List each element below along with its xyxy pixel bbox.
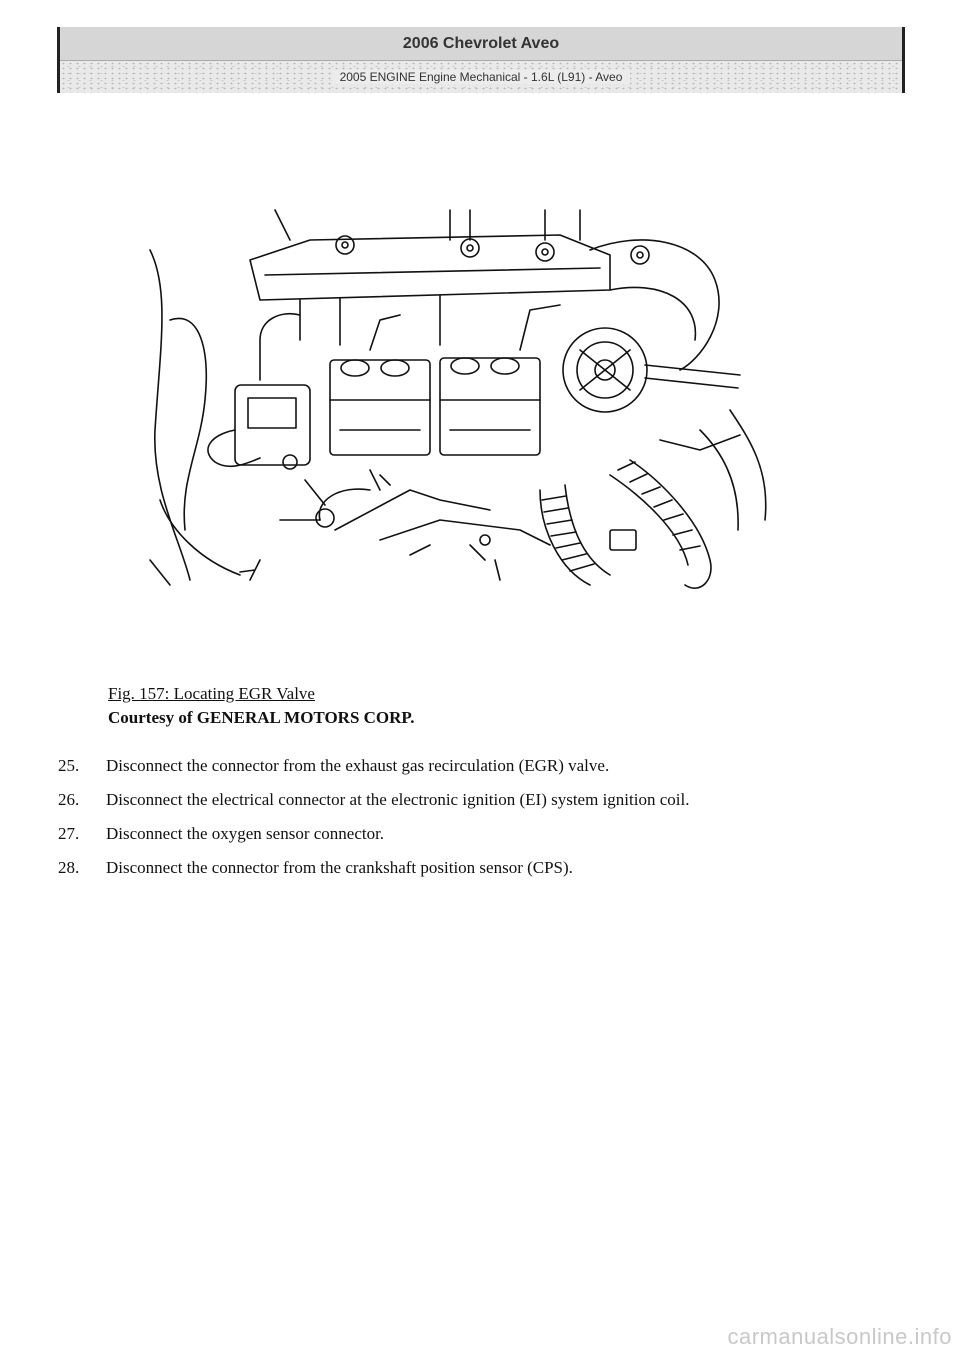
step-text: Disconnect the connector from the exhaus…	[106, 756, 610, 775]
step-number: 26.	[58, 790, 80, 809]
site-watermark: carmanualsonline.info	[727, 1324, 952, 1349]
list-item: 25. Disconnect the connector from the ex…	[58, 754, 918, 788]
procedure-steps: 25. Disconnect the connector from the ex…	[58, 754, 918, 890]
step-number: 28.	[58, 858, 80, 877]
figure-title: Fig. 157: Locating EGR Valve	[108, 684, 315, 703]
figure-credit: Courtesy of GENERAL MOTORS CORP.	[108, 708, 415, 727]
page-header: 2006 Chevrolet Aveo 2005 ENGINE Engine M…	[57, 27, 905, 93]
list-item: 28. Disconnect the connector from the cr…	[58, 856, 918, 890]
step-number: 25.	[58, 756, 80, 775]
header-subtitle-bar: 2005 ENGINE Engine Mechanical - 1.6L (L9…	[60, 61, 902, 93]
step-text: Disconnect the connector from the cranks…	[106, 858, 573, 877]
egr-valve-illustration	[149, 209, 767, 589]
list-item: 27. Disconnect the oxygen sensor connect…	[58, 822, 918, 856]
figure-caption: Fig. 157: Locating EGR Valve Courtesy of…	[108, 682, 415, 730]
header-subtitle: 2005 ENGINE Engine Mechanical - 1.6L (L9…	[331, 70, 631, 84]
list-item: 26. Disconnect the electrical connector …	[58, 788, 918, 822]
header-title: 2006 Chevrolet Aveo	[60, 27, 902, 61]
step-number: 27.	[58, 824, 80, 843]
step-text: Disconnect the electrical connector at t…	[106, 790, 690, 809]
step-text: Disconnect the oxygen sensor connector.	[106, 824, 385, 843]
